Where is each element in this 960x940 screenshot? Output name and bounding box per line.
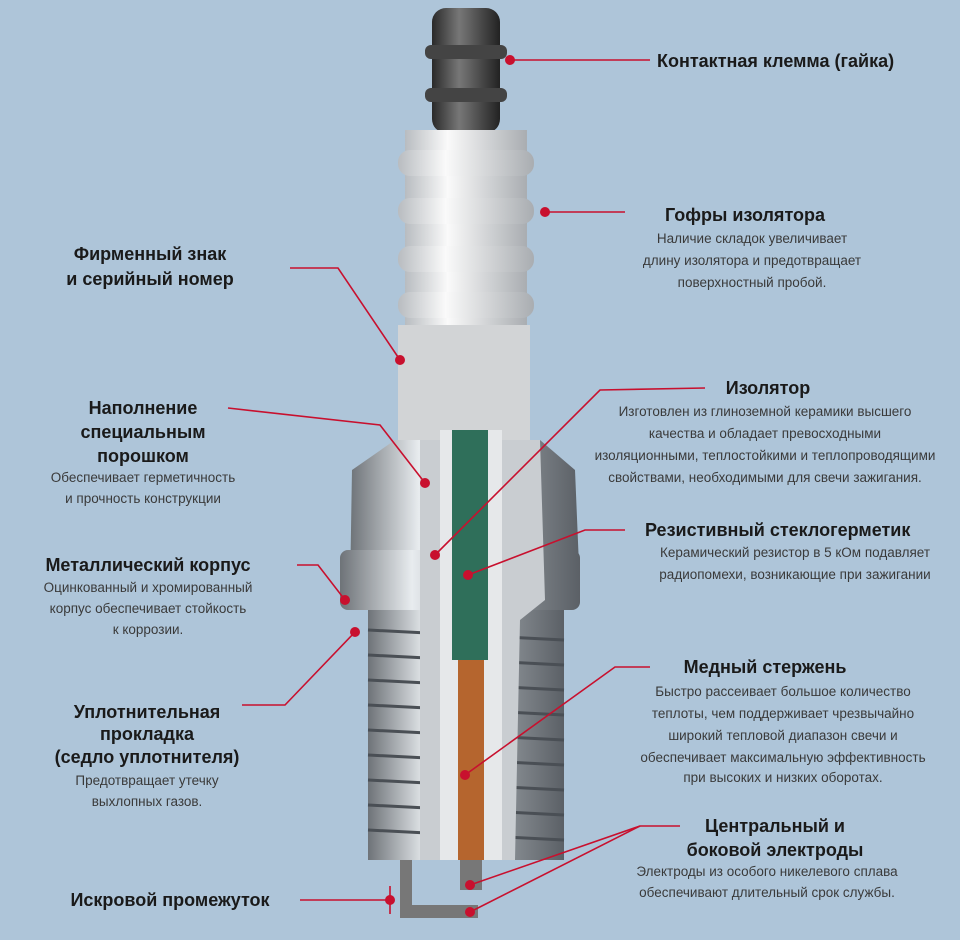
desc-insulator-4: свойствами, необходимыми для свечи зажиг… [608, 470, 922, 485]
label-gap: Искровой промежуток [70, 890, 270, 910]
desc-ribs-3: поверхностный пробой. [677, 275, 827, 290]
desc-gasket-1: Предотвращает утечку [75, 773, 219, 788]
label-insulator: Изолятор [725, 378, 811, 398]
desc-copper-1: Быстро рассеивает большое количество [655, 684, 911, 699]
label-electrodes-1: Центральный и [705, 816, 845, 836]
label-resistor: Резистивный стеклогерметик [645, 520, 911, 540]
desc-shell-3: к коррозии. [112, 622, 184, 637]
label-powder-2: специальным [80, 422, 206, 442]
leader-lines [227, 59, 706, 914]
label-brand-2: и серийный номер [66, 269, 234, 289]
label-electrodes-2: боковой электроды [686, 840, 864, 860]
label-powder-1: Наполнение [88, 398, 198, 418]
desc-resistor-2: радиопомехи, возникающие при зажигании [659, 567, 931, 582]
leader-dots [340, 55, 550, 917]
label-terminal: Контактная клемма (гайка) [657, 51, 895, 71]
desc-electrodes-2: обеспечивают длительный срок службы. [639, 885, 895, 900]
label-gasket-2: прокладка [100, 724, 194, 744]
desc-insulator-3: изоляционными, теплостойкими и теплопров… [594, 448, 936, 463]
insulator-ribs [398, 130, 534, 330]
label-copper: Медный стержень [683, 657, 847, 677]
desc-copper-3: широкий тепловой диапазон свечи и [668, 728, 898, 743]
desc-powder-2: и прочность конструкции [65, 491, 221, 506]
desc-copper-2: теплоты, чем поддерживает чрезвычайно [651, 706, 915, 721]
label-shell: Металлический корпус [45, 555, 251, 575]
brand-area [398, 325, 530, 440]
label-powder-3: порошком [97, 446, 189, 466]
desc-insulator-1: Изготовлен из глиноземной керамики высше… [618, 404, 912, 419]
desc-copper-4: обеспечивает максимальную эффективность [640, 750, 926, 765]
desc-resistor-1: Керамический резистор в 5 кОм подавляет [659, 545, 931, 560]
desc-electrodes-1: Электроды из особого никелевого сплава [636, 864, 898, 879]
desc-shell-2: корпус обеспечивает стойкость [49, 601, 247, 616]
label-ribs: Гофры изолятора [664, 205, 826, 225]
desc-powder-1: Обеспечивает герметичность [50, 470, 236, 485]
desc-gasket-2: выхлопных газов. [91, 794, 203, 809]
desc-ribs-1: Наличие складок увеличивает [656, 231, 848, 246]
label-gasket-1: Уплотнительная [73, 702, 221, 722]
desc-shell-1: Оцинкованный и хромированный [43, 580, 253, 595]
desc-copper-5: при высоких и низких оборотах. [683, 770, 883, 785]
label-gasket-3: (седло уплотнителя) [54, 747, 240, 767]
label-brand-1: Фирменный знак [73, 244, 227, 264]
desc-ribs-2: длину изолятора и предотвращает [642, 253, 862, 268]
metal-shell [340, 430, 580, 890]
terminal-nut [425, 8, 507, 133]
desc-insulator-2: качества и обладает превосходными [648, 426, 882, 441]
